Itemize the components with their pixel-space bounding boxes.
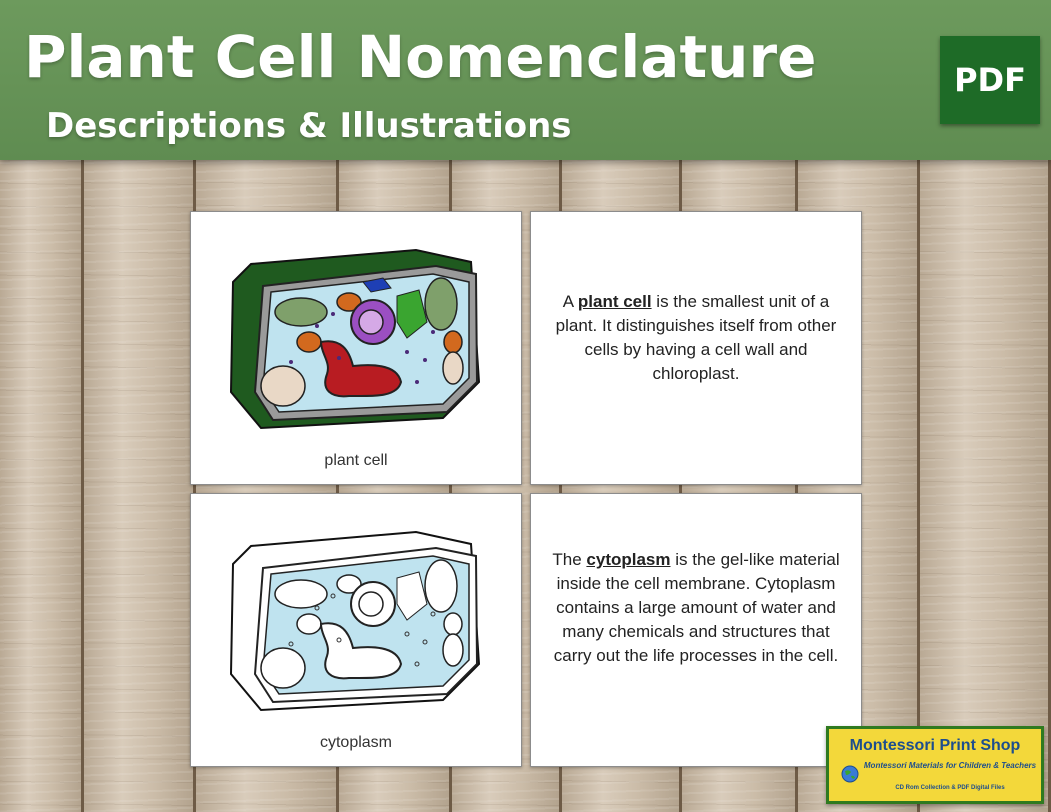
montessori-print-shop-logo: Montessori Print Shop Montessori Materia… (826, 726, 1044, 804)
description-term: plant cell (577, 292, 652, 311)
pdf-badge: PDF (940, 36, 1040, 124)
card-plant-cell-description: A plant cell is the smallest unit of a p… (530, 211, 862, 485)
card-description: A plant cell is the smallest unit of a p… (549, 290, 843, 386)
logo-title: Montessori Print Shop (849, 737, 1021, 754)
description-term: cytoplasm (586, 550, 671, 569)
description-lead: A (562, 292, 578, 311)
card-caption: plant cell (324, 452, 388, 469)
title-banner: Plant Cell Nomenclature Descriptions & I… (0, 0, 1051, 160)
description-body: is the smallest unit of a plant. It dist… (555, 292, 837, 383)
card-plant-cell-picture: plant cell (190, 211, 522, 485)
card-description: The cytoplasm is the gel-like material i… (549, 548, 843, 668)
page-subtitle: Descriptions & Illustrations (46, 106, 572, 146)
globe-icon (841, 765, 859, 783)
logo-footer: CD Rom Collection & PDF Digital Files (895, 785, 1005, 791)
card-cytoplasm-description: The cytoplasm is the gel-like material i… (530, 493, 862, 767)
description-body: is the gel-like material inside the cell… (553, 550, 840, 665)
cytoplasm-illustration (229, 530, 481, 712)
description-lead: The (552, 550, 587, 569)
page-title: Plant Cell Nomenclature (24, 23, 817, 91)
plant-cell-illustration (229, 248, 481, 430)
logo-subtitle: Montessori Materials for Children & Teac… (863, 761, 1037, 770)
card-caption: cytoplasm (319, 734, 393, 751)
card-cytoplasm-picture: cytoplasm (190, 493, 522, 767)
